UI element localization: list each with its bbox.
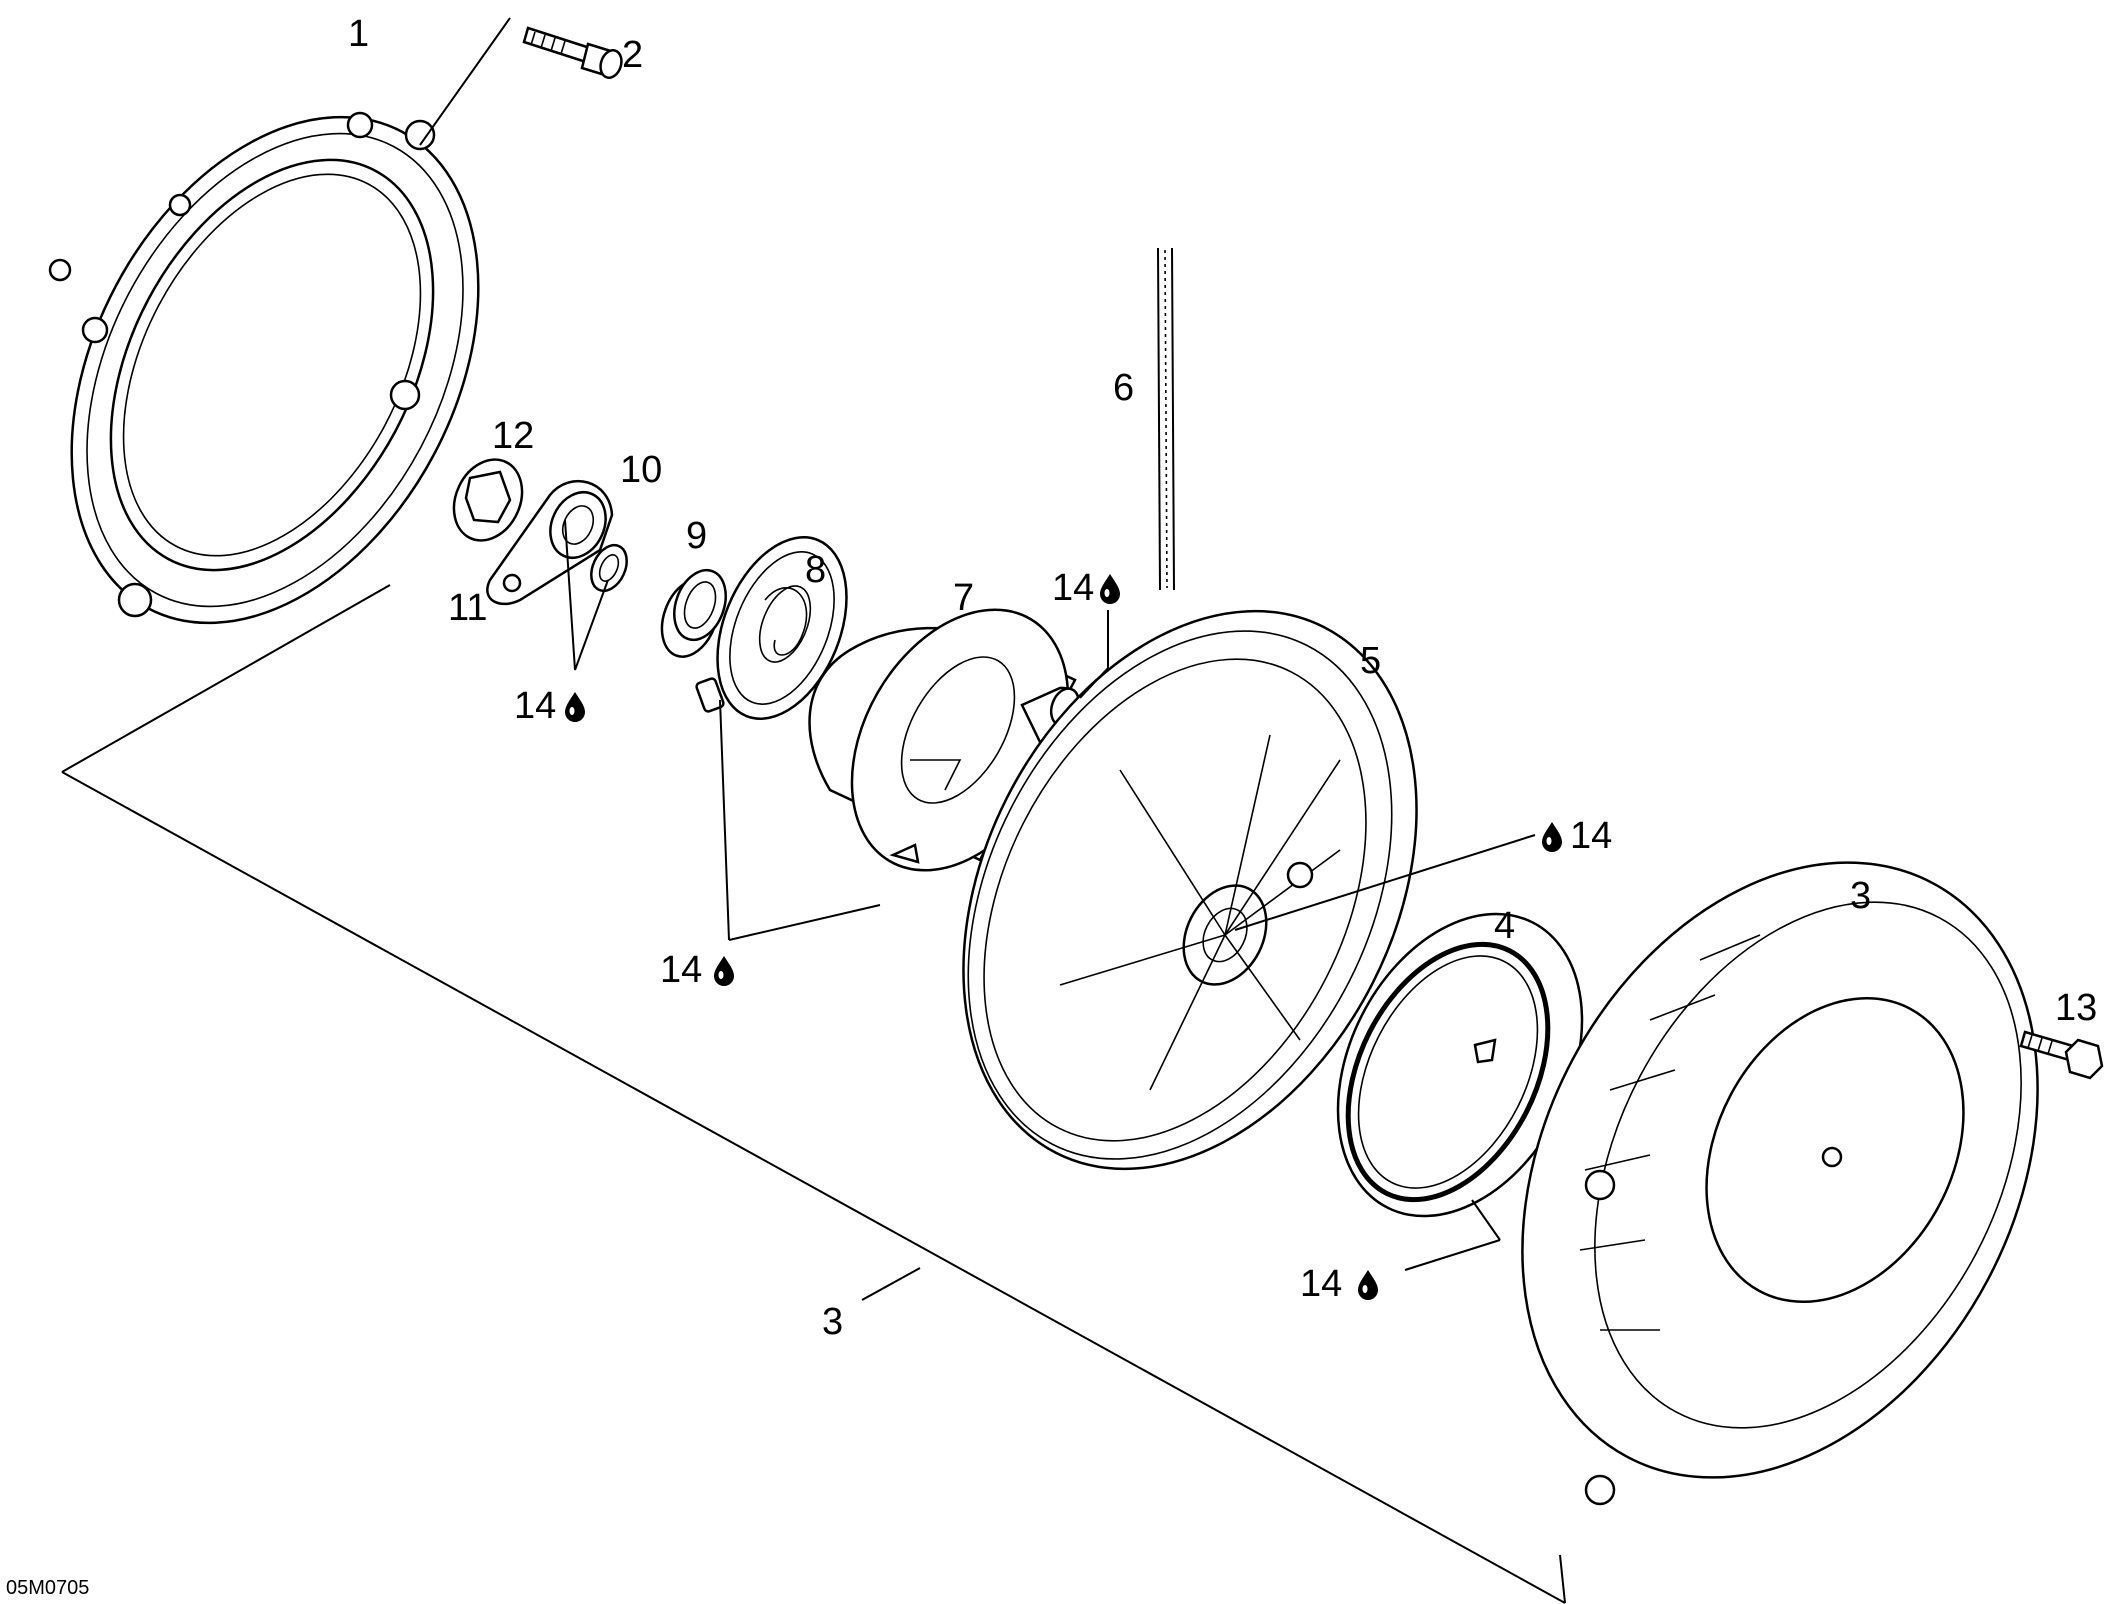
callout-14-right: 14 [1570, 815, 1612, 857]
oil-drop-icon [1542, 822, 1562, 852]
callout-3-bottom: 3 [822, 1301, 843, 1343]
leader-lines [61, 519, 1566, 1604]
callout-11: 11 [448, 587, 487, 629]
callout-12: 12 [492, 415, 534, 457]
callout-14-middle: 14 [660, 949, 702, 991]
oil-drop-icon [1100, 574, 1120, 604]
washer-part-10 [590, 543, 628, 593]
callout-8: 8 [805, 549, 826, 591]
rope-pulley-part-5 [962, 609, 1418, 1171]
callout-6: 6 [1113, 367, 1134, 409]
callout-3-right: 3 [1850, 875, 1871, 917]
oil-drop-icon [714, 956, 734, 986]
drawing-code: 05M0705 [6, 1577, 89, 1599]
pawl-plate-part-8 [695, 536, 848, 720]
oil-drop-icon [1358, 1270, 1378, 1300]
callout-9: 9 [686, 515, 707, 557]
callout-14-bottom: 14 [1300, 1263, 1342, 1305]
retainer-part-12 [452, 458, 524, 542]
housing-ring-part-1 [48, 111, 480, 625]
bolt-part-2 [419, 17, 623, 146]
callout-1: 1 [348, 13, 369, 55]
callout-5: 5 [1360, 640, 1381, 682]
callout-2: 2 [622, 34, 643, 76]
callout-10: 10 [620, 449, 662, 491]
oil-drop-icon [565, 692, 585, 722]
callout-14-left: 14 [514, 685, 556, 727]
screw-part-13 [2019, 1030, 2104, 1080]
starter-cover-part-3 [1521, 861, 2039, 1506]
callout-7: 7 [953, 577, 974, 619]
callout-4: 4 [1494, 905, 1515, 947]
callout-14-top: 14 [1052, 567, 1094, 609]
callout-labels: 1 2 12 10 11 9 8 7 6 5 4 3 13 3 14 14 14… [6, 13, 2097, 1599]
rope-part-6 [1157, 247, 1175, 591]
bushing-part-9 [660, 568, 727, 658]
flange-part-11 [486, 479, 614, 606]
callout-13: 13 [2055, 987, 2097, 1029]
